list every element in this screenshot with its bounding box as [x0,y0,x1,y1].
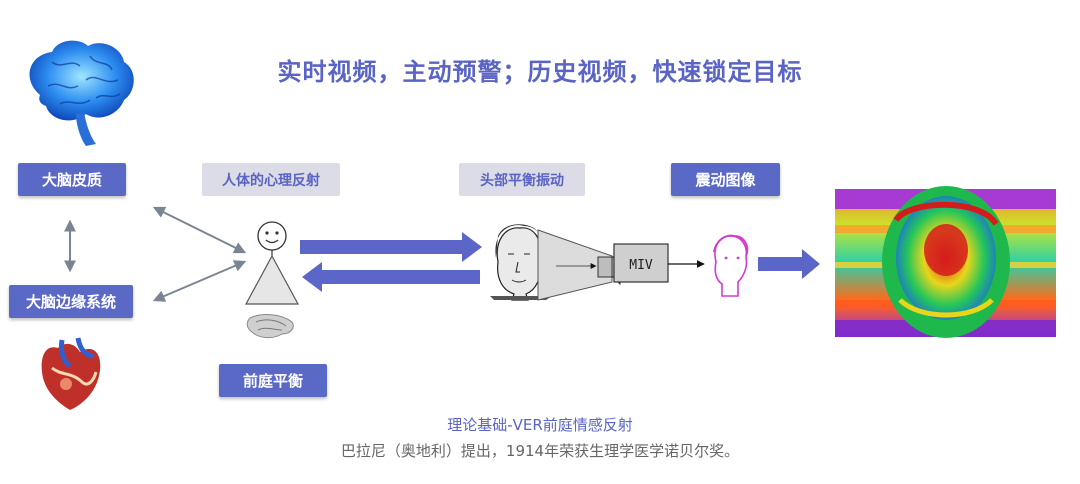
result-arrow [758,249,820,279]
caption-note: 巴拉尼（奥地利）提出，1914年荣获生理学医学诺贝尔奖。 [340,442,740,460]
cortex-label: 大脑皮质 [18,163,126,196]
backward-arrow [302,262,480,292]
vibration-image-label: 震动图像 [671,163,780,196]
brain-icon [29,40,134,146]
limbic-figure-arrow [152,260,247,302]
forward-arrow [300,232,482,262]
inner-ear-icon [246,314,294,339]
head-vibration-label: 头部平衡振动 [459,163,585,196]
camera-view-cone [537,229,613,301]
limbic-label: 大脑边缘系统 [9,285,133,318]
camera-icon [597,243,669,286]
stick-figure-icon [244,221,300,305]
caption-title: 理论基础-VER前庭情感反射 [447,416,633,434]
cortex-figure-arrow [152,206,247,254]
thermal-face-image [835,186,1056,338]
head-outline-icon [713,234,749,297]
headline: 实时视频，主动预警；历史视频，快速锁定目标 [277,58,803,86]
camera-label: MIV [629,258,653,273]
woman-face-icon [490,224,552,301]
vestibular-label: 前庭平衡 [219,364,327,397]
psych-reflex-label: 人体的心理反射 [202,163,340,196]
heart-icon [41,337,101,410]
